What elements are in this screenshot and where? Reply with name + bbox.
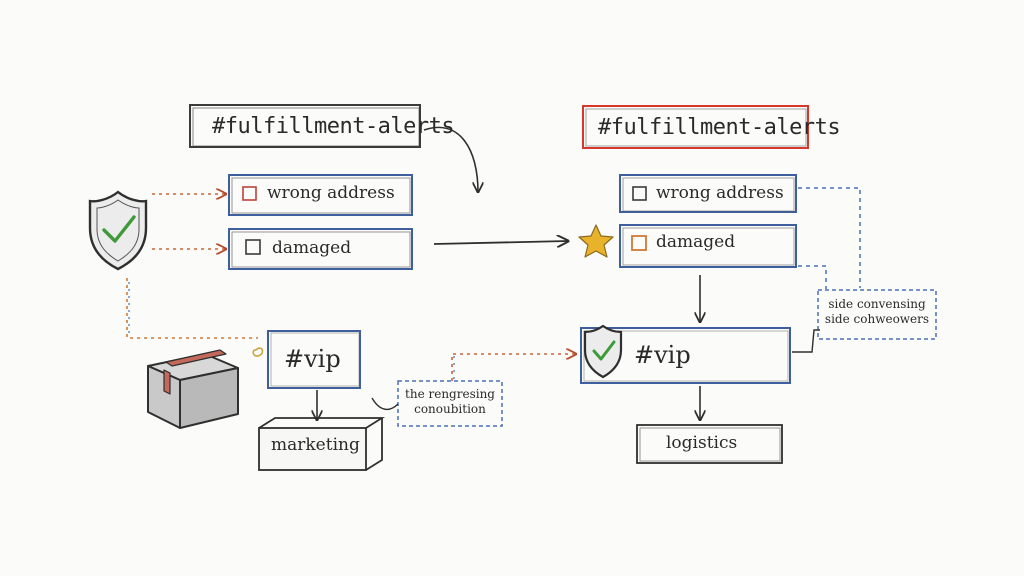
marketing-box [258,417,386,471]
checkbox-icon [631,235,647,251]
right-tag-box-1 [619,174,797,213]
left-vip-box [267,330,361,389]
left-channel-box [189,104,421,148]
right-tag-label-1: wrong address [656,183,784,203]
checkbox-icon [632,186,647,201]
checkbox-icon [242,186,257,201]
right-note-text: side convensing side cohweowers [824,297,930,326]
left-note-box [397,380,503,427]
right-note-box [817,289,937,340]
left-curve-arrow [423,126,478,192]
right-vip-box [580,327,791,384]
checkbox-icon [245,239,261,255]
left-vip-label: #vip [284,345,341,373]
left-tag-label-1: wrong address [267,183,395,203]
logistics-box [636,424,783,464]
left-tag-box-2 [228,228,413,270]
right-tag-label-2: damaged [656,232,736,252]
shield-check-icon [583,324,623,379]
main-arrow [433,241,568,244]
right-vip-label: #vip [634,341,691,369]
left-tag-label-2: damaged [272,238,352,258]
left-channel-label: #fulfillment-alerts [212,114,455,139]
shield-check-icon [88,190,148,271]
left-note-text: the rengresing conoubition [405,387,495,416]
right-channel-label: #fulfillment-alerts [598,115,841,140]
right-tag-box-2 [619,224,797,268]
star-icon [578,224,614,258]
left-tag-box-1 [228,174,413,216]
right-team-label: logistics [666,433,738,453]
package-icon [147,349,239,429]
right-channel-box [582,105,809,149]
left-team-label: marketing [271,435,360,455]
